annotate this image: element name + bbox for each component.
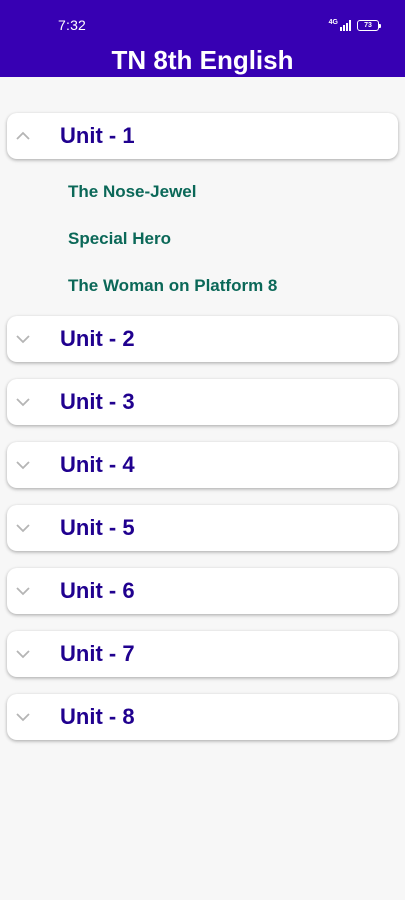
chevron-down-icon bbox=[16, 650, 30, 659]
unit-header-1[interactable]: Unit - 1 bbox=[7, 113, 398, 159]
unit-label: Unit - 8 bbox=[60, 704, 135, 729]
battery-icon: 73 bbox=[357, 19, 381, 31]
unit-header-4[interactable]: Unit - 4 bbox=[7, 442, 398, 488]
app-bar: 7:32 4G 73 TN 8th English bbox=[0, 0, 405, 77]
unit-label: Unit - 3 bbox=[60, 389, 135, 414]
chevron-down-icon bbox=[16, 587, 30, 596]
unit-label: Unit - 6 bbox=[60, 578, 135, 603]
unit-header-6[interactable]: Unit - 6 bbox=[7, 568, 398, 614]
battery-level: 73 bbox=[364, 21, 372, 29]
chapter-link[interactable]: The Nose-Jewel bbox=[68, 182, 197, 201]
chevron-down-icon bbox=[16, 398, 30, 407]
signal-icon: 4G bbox=[329, 19, 351, 31]
chevron-down-icon bbox=[16, 461, 30, 470]
network-type: 4G bbox=[328, 19, 338, 26]
chevron-down-icon bbox=[16, 335, 30, 344]
chapter-link[interactable]: Special Hero bbox=[68, 229, 171, 248]
unit-label: Unit - 4 bbox=[60, 452, 135, 477]
chapter-link[interactable]: The Woman on Platform 8 bbox=[68, 276, 278, 295]
unit-label: Unit - 2 bbox=[60, 326, 135, 351]
unit-label: Unit - 5 bbox=[60, 515, 135, 540]
chevron-up-icon bbox=[16, 131, 30, 140]
unit-header-5[interactable]: Unit - 5 bbox=[7, 505, 398, 551]
unit-label: Unit - 1 bbox=[60, 123, 135, 148]
status-icons: 4G 73 bbox=[329, 19, 381, 31]
page-title: TN 8th English bbox=[111, 45, 294, 75]
unit-header-2[interactable]: Unit - 2 bbox=[7, 316, 398, 362]
chevron-down-icon bbox=[16, 713, 30, 722]
chevron-down-icon bbox=[16, 524, 30, 533]
unit-header-3[interactable]: Unit - 3 bbox=[7, 379, 398, 425]
status-time: 7:32 bbox=[58, 17, 87, 33]
unit-label: Unit - 7 bbox=[60, 641, 135, 666]
unit-header-7[interactable]: Unit - 7 bbox=[7, 631, 398, 677]
unit-header-8[interactable]: Unit - 8 bbox=[7, 694, 398, 740]
